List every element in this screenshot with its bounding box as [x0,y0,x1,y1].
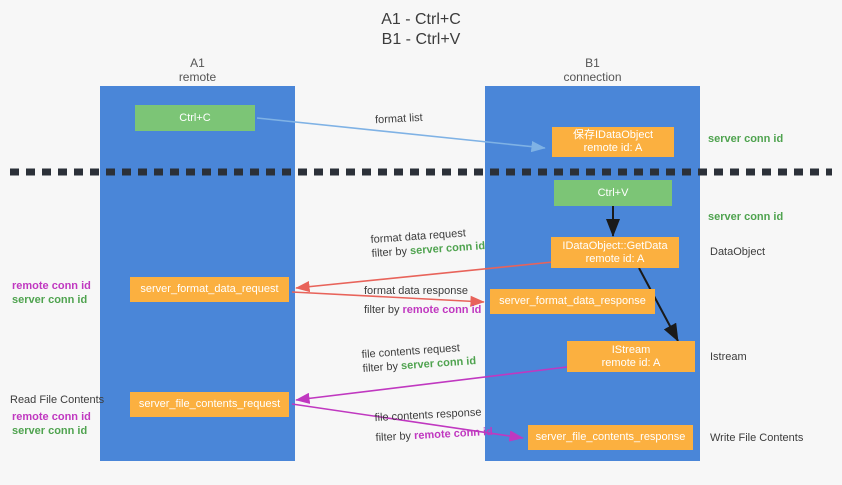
node-istream[interactable]: IStream remote id: A [567,341,695,372]
node-server-file-contents-request[interactable]: server_file_contents_request [130,392,289,417]
node-getdata-line2: remote id: A [585,252,645,265]
node-server-format-data-response[interactable]: server_format_data_response [490,289,655,314]
node-server-file-contents-request-label: server_file_contents_request [138,398,281,410]
edge-label-file-contents-response: file contents response filter by remote … [374,405,493,445]
annotation-dataobject: DataObject [710,246,766,258]
annotation-left-bot-server-conn-id: server conn id [12,425,88,437]
node-save-dataobject-line1: 保存IDataObject [572,129,654,141]
page-title: A1 - Ctrl+C B1 - Ctrl+V [0,10,842,50]
edge-label-format-data-response-filter: filter by remote conn id [364,303,481,317]
node-server-format-data-request[interactable]: server_format_data_request [130,277,289,302]
annotation-left-bot-remote-conn-id: remote conn id [12,411,91,423]
lane-header-a1: A1 remote [100,56,295,84]
node-ctrl-c-label: Ctrl+C [179,111,211,124]
annotation-server-conn-id-second: server conn id [708,211,784,223]
edge-label-format-data-response-title: format data response [364,285,468,297]
fmt-resp-filter-prefix: filter by [364,304,403,316]
node-server-file-contents-response-label: server_file_contents_response [535,431,686,443]
lane-a1-name: A1 [190,56,205,70]
node-getdata-line1: IDataObject::GetData [562,239,668,252]
title-line-1: A1 - Ctrl+C [381,11,461,28]
edge-label-file-contents-response-title: file contents response [374,406,482,425]
edge-label-file-contents-response-filter: filter by remote conn id [375,425,493,445]
annotation-write-file-contents: Write File Contents [710,432,804,444]
file-resp-filter-value: remote conn id [413,425,494,443]
node-istream-line2: remote id: A [601,356,661,369]
lane-header-b1: B1 connection [485,56,700,84]
annotation-read-file-contents: Read File Contents [10,394,105,406]
node-server-file-contents-response[interactable]: server_file_contents_response [528,425,693,450]
fmt-req-filter-prefix: filter by [371,245,411,260]
file-resp-filter-prefix: filter by [375,430,415,445]
edge-label-format-list: format list [375,111,423,127]
node-ctrl-c[interactable]: Ctrl+C [135,105,255,131]
annotation-istream: Istream [710,351,747,363]
node-ctrl-v-label: Ctrl+V [597,186,629,199]
edge-label-format-list-text: format list [374,111,423,127]
annotation-left-mid-remote-conn-id: remote conn id [12,280,91,292]
title-line-2: B1 - Ctrl+V [381,31,461,48]
annotation-server-conn-id-top: server conn id [708,133,784,145]
node-save-dataobject[interactable]: 保存IDataObject remote id: A [552,127,674,157]
file-req-filter-value: server conn id [400,355,477,373]
edge-label-format-data-response: format data response filter by remote co… [364,284,481,317]
node-server-format-data-request-label: server_format_data_request [140,283,279,295]
node-server-format-data-response-label: server_format_data_response [499,295,646,307]
file-req-filter-prefix: filter by [362,360,402,375]
node-istream-line1: IStream [611,343,651,356]
edge-label-file-contents-request: file contents request filter by server c… [361,340,476,376]
lane-b1-name: B1 [585,56,600,70]
node-save-dataobject-line2: remote id: A [583,142,643,154]
fmt-req-filter-value: server conn id [409,240,486,258]
edge-label-format-data-request: format data request filter by server con… [370,225,485,261]
lane-a1-role: remote [178,70,217,84]
node-ctrl-v[interactable]: Ctrl+V [554,180,672,206]
lane-b1-role: connection [563,70,622,84]
fmt-resp-filter-value: remote conn id [402,304,482,316]
annotation-left-mid-server-conn-id: server conn id [12,294,88,306]
node-getdata[interactable]: IDataObject::GetData remote id: A [551,237,679,268]
